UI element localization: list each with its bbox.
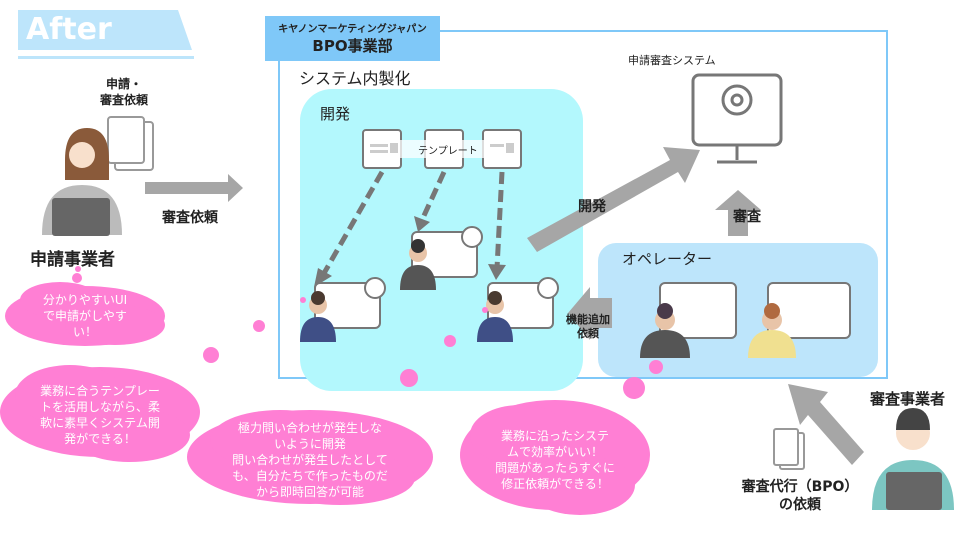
dev-arrow-label: 開発 (578, 199, 606, 215)
org-title-box (265, 16, 440, 61)
system-monitor-icon (691, 73, 783, 164)
dashed-arrows (320, 170, 505, 277)
applicant-person-icon (42, 128, 122, 236)
cloud-text-template: 業務に合うテンプレー トを活用しながら、柔 軟に素早くシステム開 発ができる！ (39, 384, 160, 446)
banner-underline (18, 56, 194, 59)
review-arrow-label: 審査 (733, 209, 761, 225)
review-arrow (715, 190, 761, 236)
review-request-label: 審査依頼 (162, 210, 218, 226)
template-label: テンプレート (418, 146, 478, 157)
document-icons (107, 116, 805, 470)
review-request-arrow (145, 174, 243, 202)
dev-label: 開発 (320, 105, 351, 123)
applicant-doc-label: 申請・ 審査依頼 (100, 77, 149, 107)
applicant-label: 申請事業者 (30, 250, 115, 270)
template-band (368, 140, 518, 158)
dev-arrow (527, 147, 700, 252)
cloud-text-efficiency: 業務に沿ったシステ ムで効率がいい！ 問題があったらすぐに 修正依頼ができる！ (495, 429, 615, 491)
operator-person-icons (640, 303, 796, 358)
thought-clouds (0, 266, 663, 515)
operator-monitor-icons (659, 282, 851, 339)
after-label: After (26, 12, 112, 47)
feature-request-label: 機能追加 依頼 (566, 313, 610, 340)
developer-monitor-icons (314, 231, 554, 329)
feature-request-arrow (568, 287, 612, 340)
operator-label: オペレーター (622, 250, 713, 268)
cloud-text-ui: 分かりやすいUI で申請がしやす い！ (42, 293, 128, 339)
gear-icons (364, 226, 559, 299)
cloud-text-inquiry: 極力問い合わせが発生しな いように開発 問い合わせが発生したとして も、自分たち… (232, 421, 388, 499)
developer-person-icons (300, 239, 513, 342)
org-department: BPO事業部 (312, 37, 393, 55)
bpo-arrow (788, 384, 864, 465)
org-company: キヤノンマーケティングジャパン (278, 24, 427, 35)
bpo-request-label: 審査代行（BPO） の依頼 (741, 479, 859, 513)
system-label: 申請審査システム (628, 54, 716, 67)
after-banner (18, 10, 192, 50)
bpo-frame (278, 30, 888, 379)
section-title: システム内製化 (299, 69, 411, 88)
reviewer-person-icon (872, 408, 954, 510)
reviewer-label: 審査事業者 (870, 390, 946, 408)
